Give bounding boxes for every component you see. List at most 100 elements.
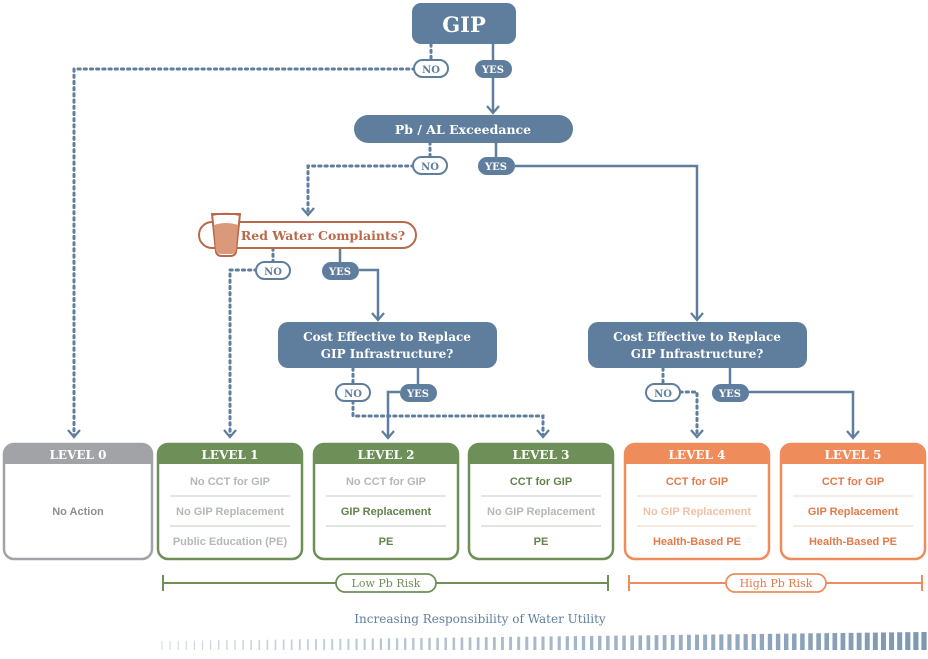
responsibility-bar: [630, 635, 634, 650]
responsibility-bar: [856, 632, 862, 650]
responsibility-bar: [759, 633, 765, 650]
responsibility-bar: [218, 640, 220, 650]
level-2-title: LEVEL 2: [357, 448, 414, 462]
connector-redwater-no-to-level1: [228, 246, 275, 438]
level-card-4: LEVEL 4 CCT for GIP No GIP Replacement H…: [623, 442, 771, 561]
responsibility-bar: [250, 639, 252, 650]
responsibility-bar: [573, 636, 578, 650]
level-1-row-0: No CCT for GIP: [190, 476, 270, 488]
level-0-row-0: No Action: [52, 506, 104, 518]
arrowhead-level5: [846, 430, 860, 440]
connector-cost-right-yes-to-level5: [728, 368, 855, 438]
arrowhead-level1: [223, 429, 237, 439]
responsibility-bar: [662, 635, 667, 650]
responsibility-bar: [387, 638, 391, 650]
responsibility-bar: [743, 634, 748, 650]
responsibility-bar: [889, 632, 895, 650]
arrowhead-level2: [381, 430, 395, 440]
responsibility-bar: [355, 638, 358, 650]
connector-cost-left-no-to-level3: [351, 366, 545, 438]
node-red-water-complaints: Red Water Complaints?: [198, 212, 417, 257]
responsibility-bar: [193, 640, 196, 650]
responsibility-bar: [363, 638, 366, 650]
responsibility-bar: [678, 634, 683, 650]
level-4-row-1: No GIP Replacement: [643, 506, 751, 518]
pill-cost-right-no: NO: [645, 383, 681, 402]
connector-pbal-yes-to-cost-right: [494, 142, 699, 320]
responsibility-bar: [848, 632, 854, 650]
responsibility-bar: [735, 634, 740, 650]
node-cost-left-line2: GIP Infrastructure?: [321, 347, 454, 361]
level-4-title: LEVEL 4: [668, 448, 725, 462]
node-cost-right-line2: GIP Infrastructure?: [631, 347, 764, 361]
node-pb-al-exceedance: Pb / AL Exceedance: [354, 115, 573, 143]
level-5-row-2: Health-Based PE: [809, 536, 897, 548]
arrowhead-level0: [67, 429, 81, 439]
responsibility-bar: [323, 639, 326, 650]
arrowhead-cost-right: [690, 312, 704, 322]
level-card-3: LEVEL 3 CCT for GIP No GIP Replacement P…: [467, 442, 615, 561]
responsibility-bar: [234, 640, 236, 650]
responsibility-bar: [840, 632, 846, 650]
responsibility-bar: [703, 634, 708, 650]
responsibility-bar: [638, 635, 643, 650]
responsibility-bar: [654, 635, 659, 650]
arrowhead-cost-left: [371, 312, 385, 322]
high-pb-risk-label: High Pb Risk: [740, 577, 813, 590]
responsibility-bar: [444, 637, 447, 650]
level-3-row-2: PE: [534, 536, 549, 548]
node-cost-right-line1: Cost Effective to Replace: [613, 330, 781, 344]
responsibility-bar: [670, 634, 675, 650]
responsibility-bar: [266, 639, 269, 650]
level-1-title: LEVEL 1: [201, 448, 258, 462]
responsibility-bar: [557, 636, 561, 650]
pill-pbal-no: NO: [412, 156, 448, 175]
responsibility-bar: [395, 638, 399, 650]
responsibility-bar: [501, 636, 504, 650]
responsibility-bar: [872, 632, 878, 650]
responsibility-bar: [880, 632, 886, 650]
responsibility-bar: [541, 636, 545, 650]
responsibility-bar: [274, 639, 277, 650]
responsibility-bar: [727, 634, 732, 650]
low-pb-risk-label: Low Pb Risk: [352, 577, 421, 590]
responsibility-bar: [185, 640, 187, 650]
level-5-title: LEVEL 5: [824, 448, 881, 462]
responsibility-bar: [824, 633, 830, 650]
responsibility-gradient-bars: [161, 632, 927, 650]
responsibility-bar: [339, 638, 342, 650]
responsibility-bar: [476, 637, 480, 650]
level-card-0: LEVEL 0 No Action: [2, 442, 154, 561]
arrowhead-redwater: [301, 207, 315, 217]
level-2-row-0: No CCT for GIP: [346, 476, 426, 488]
responsibility-bar: [290, 639, 293, 650]
level-card-1: LEVEL 1 No CCT for GIP No GIP Replacemen…: [156, 442, 304, 561]
level-0-title: LEVEL 0: [49, 448, 106, 462]
level-card-2: LEVEL 2 No CCT for GIP GIP Replacement P…: [312, 442, 460, 561]
responsibility-bar: [565, 636, 569, 650]
responsibility-bar: [258, 639, 261, 650]
level-1-row-2: Public Education (PE): [173, 536, 288, 548]
responsibility-bar: [711, 634, 716, 650]
pill-cost-left-yes: YES: [400, 384, 437, 402]
pill-redwater-no: NO: [255, 261, 291, 280]
responsibility-bar: [210, 640, 212, 650]
responsibility-bar: [622, 635, 626, 650]
responsibility-bar: [792, 633, 797, 650]
connectors: [67, 42, 860, 440]
node-gip-label: GIP: [442, 12, 486, 37]
responsibility-bar: [614, 635, 618, 650]
responsibility-bar: [509, 636, 513, 650]
responsibility-bar: [581, 636, 586, 650]
level-3-row-0: CCT for GIP: [510, 476, 572, 488]
branch-pills: NO YES NO YES NO YES NO: [255, 59, 749, 402]
responsibility-bar: [921, 632, 927, 650]
node-pb-al-label: Pb / AL Exceedance: [395, 122, 531, 137]
node-cost-left-line1: Cost Effective to Replace: [303, 330, 471, 344]
responsibility-bar: [412, 638, 415, 650]
pill-gip-yes-label: YES: [481, 65, 504, 76]
pill-cost-left-no-label: NO: [344, 389, 362, 400]
responsibility-bar: [646, 635, 651, 650]
high-pb-risk-bracket: High Pb Risk: [628, 573, 923, 593]
